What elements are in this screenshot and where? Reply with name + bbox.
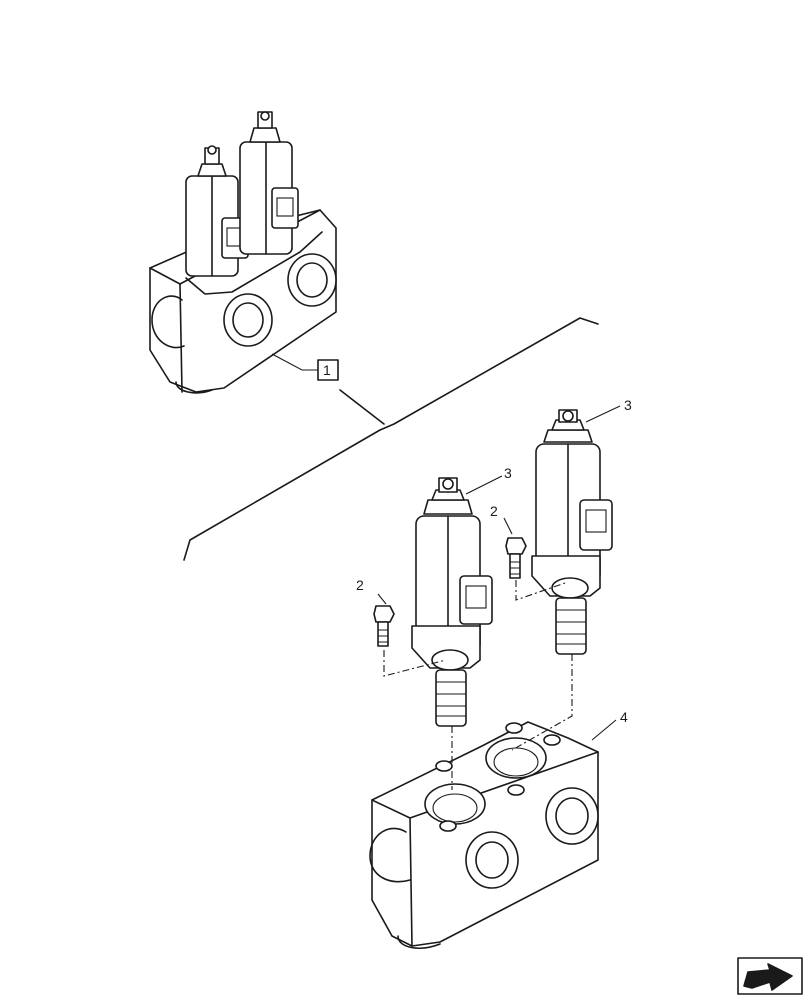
solenoid-cartridge-right[interactable]	[531, 409, 613, 655]
section-divider-line	[183, 317, 599, 561]
callout-1: 1	[323, 362, 331, 378]
bolt-right[interactable]	[505, 537, 527, 579]
callout-box-1	[317, 359, 339, 381]
bolt-left[interactable]	[373, 605, 395, 647]
callout-3-left: 3	[504, 465, 512, 481]
callout-2-right: 2	[490, 503, 498, 519]
next-page-arrow-icon[interactable]	[737, 957, 803, 995]
valve-assembly-1[interactable]	[149, 111, 337, 394]
callout-4: 4	[620, 709, 628, 725]
valve-body[interactable]	[369, 721, 599, 949]
callout-2-left: 2	[356, 577, 364, 593]
solenoid-cartridge-left[interactable]	[411, 477, 493, 727]
callout-3-right: 3	[624, 397, 632, 413]
